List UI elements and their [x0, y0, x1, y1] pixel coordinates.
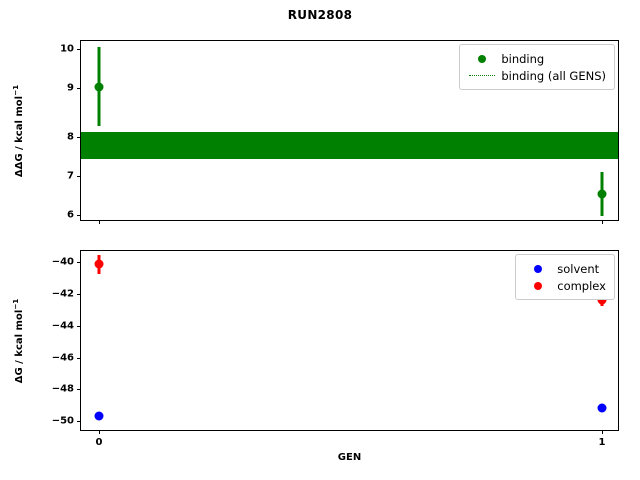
legend-label-binding-all-gens: binding (all GENS)	[501, 68, 606, 83]
legend-label-complex: complex	[557, 278, 606, 293]
bottom-plot-area	[81, 251, 618, 430]
top-ytick-mark-6	[77, 215, 81, 216]
complex-point-gen1[interactable]	[597, 295, 607, 305]
legend-item-solvent[interactable]: solvent	[523, 260, 606, 277]
legend-item-binding[interactable]: binding	[467, 50, 606, 67]
bottom-ytick-mark-50	[77, 421, 81, 422]
solvent-point-gen1[interactable]	[597, 403, 607, 413]
free-energy-plot-axes: ΔG / kcal mol−1 −40 −42 −44 −46 −48 −50 …	[11, 250, 619, 463]
binding-legend[interactable]: binding binding (all GENS)	[459, 44, 615, 90]
bottom-ytick-mark-46	[77, 358, 81, 359]
top-y-axis-label-text: ΔΔG / kcal mol	[14, 95, 26, 177]
bottom-xtick-mark-0	[99, 430, 100, 434]
bottom-xtick-label-1: 1	[598, 437, 606, 448]
legend-item-binding-all-gens[interactable]: binding (all GENS)	[467, 67, 606, 84]
solvent-point-gen0[interactable]	[94, 411, 104, 421]
bottom-ytick-label-40: −40	[51, 256, 74, 268]
bottom-ytick-label-48: −48	[51, 383, 74, 395]
complex-marker-icon	[523, 281, 553, 290]
top-ytick-label-10: 10	[60, 43, 74, 55]
binding-marker-icon	[467, 54, 497, 63]
bottom-ytick-label-42: −42	[51, 288, 74, 300]
bottom-xtick-mark-1	[602, 430, 603, 434]
bottom-ytick-label-44: −44	[51, 320, 74, 332]
top-ytick-mark-8	[77, 137, 81, 138]
top-ytick-mark-9	[77, 88, 81, 89]
bottom-y-axis-label-exponent: −1	[10, 298, 20, 310]
x-axis-label: GEN	[337, 452, 362, 463]
bottom-ytick-label-46: −46	[51, 352, 74, 364]
bottom-ytick-label-50: −50	[51, 415, 74, 427]
top-ytick-label-9: 9	[67, 82, 74, 94]
binding-plot-axes: ΔΔG / kcal mol−1 10 9 8 7 6	[11, 40, 619, 224]
binding-point-gen0[interactable]	[94, 82, 104, 92]
bottom-ytick-mark-42	[77, 294, 81, 295]
top-y-axis-label-exponent: −1	[10, 84, 20, 96]
bottom-xtick-label-0: 0	[95, 437, 103, 448]
legend-label-solvent: solvent	[557, 261, 600, 276]
top-ytick-mark-10	[77, 49, 81, 50]
dotted-line-icon	[467, 75, 497, 76]
bottom-ytick-mark-44	[77, 326, 81, 327]
legend-label-binding: binding	[501, 51, 545, 66]
legend-item-complex[interactable]: complex	[523, 277, 606, 294]
top-ytick-label-6: 6	[67, 209, 74, 221]
top-ytick-mark-7	[77, 176, 81, 177]
top-xtick-mark-0	[99, 220, 100, 224]
top-xtick-mark-1	[602, 220, 603, 224]
top-plot-area	[81, 41, 618, 220]
bottom-y-axis-label-text: ΔG / kcal mol	[14, 309, 26, 383]
complex-point-gen0[interactable]	[94, 259, 104, 269]
top-y-axis-label: ΔΔG / kcal mol−1	[11, 84, 25, 176]
bottom-y-axis-label: ΔG / kcal mol−1	[11, 298, 25, 383]
bottom-ytick-mark-48	[77, 389, 81, 390]
binding-all-gens-band	[81, 132, 618, 159]
binding-point-gen1[interactable]	[597, 189, 607, 199]
solvent-marker-icon	[523, 264, 553, 273]
top-ytick-label-8: 8	[67, 131, 74, 143]
figure-title: RUN2808	[287, 8, 353, 22]
bottom-ytick-mark-40	[77, 262, 81, 263]
top-ytick-label-7: 7	[67, 170, 74, 182]
free-energy-legend[interactable]: solvent complex	[515, 254, 615, 300]
